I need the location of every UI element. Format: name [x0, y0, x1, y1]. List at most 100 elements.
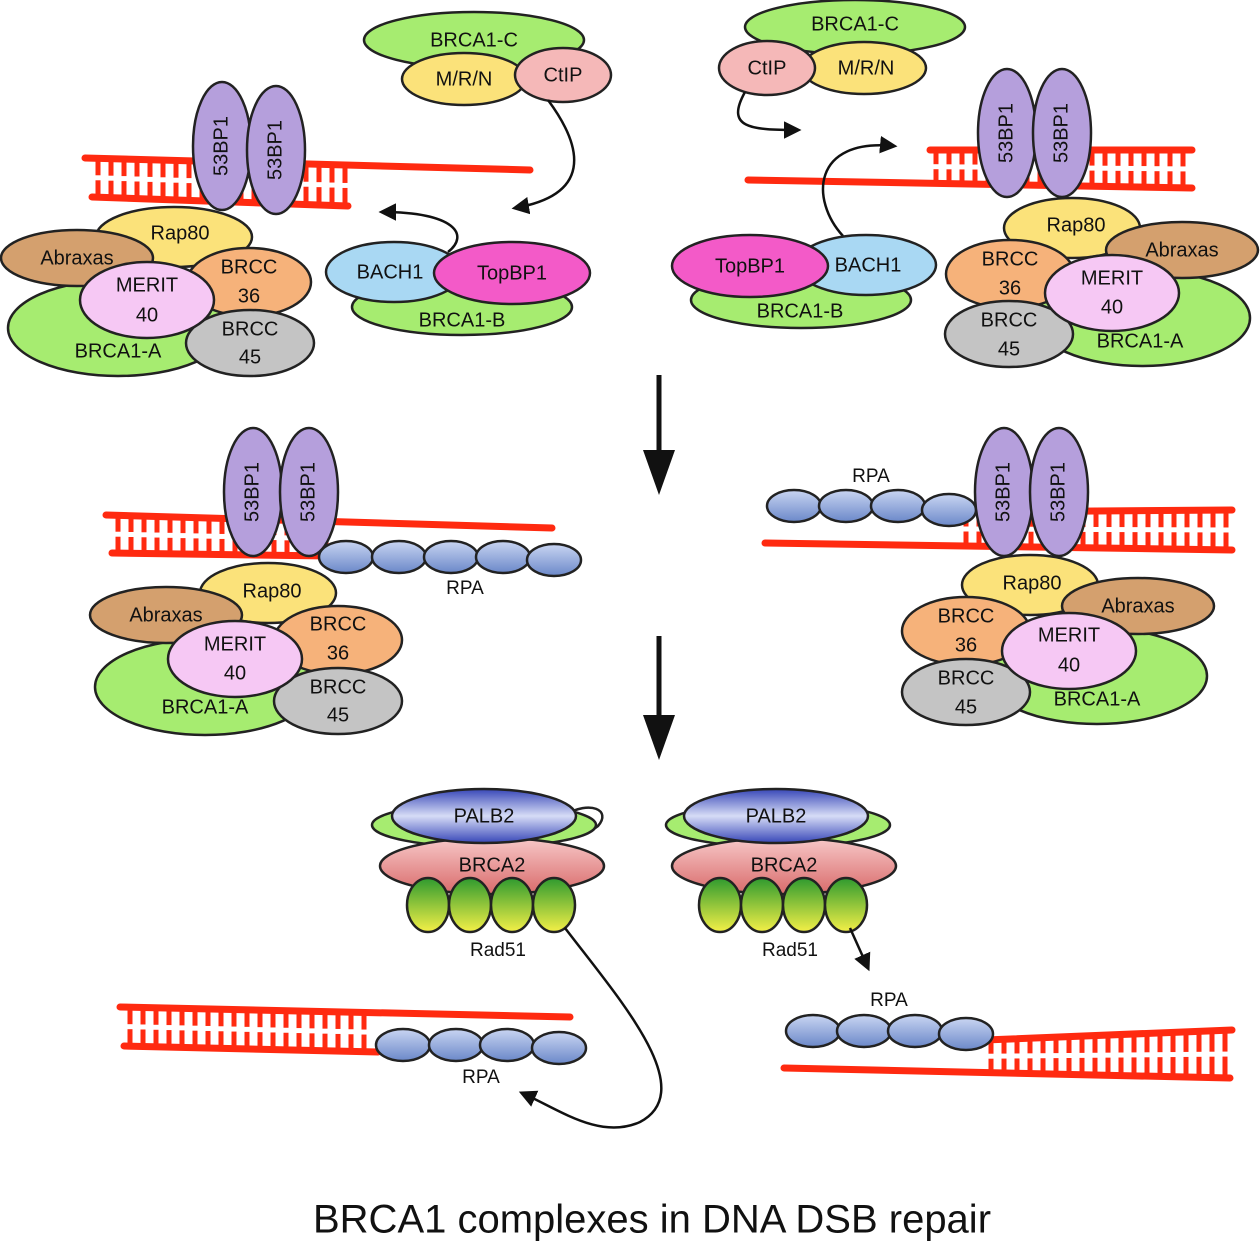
rpa-subunit: [920, 492, 978, 528]
merit40-protein: [166, 619, 304, 699]
rap80-label: Rap80: [151, 222, 210, 244]
53bp1-label: 53BP1: [1047, 462, 1069, 522]
rpa-subunit: [478, 1027, 536, 1063]
brcc36-number: 36: [327, 642, 349, 664]
rpa-subunit: [370, 539, 428, 575]
topbp1-protein: [670, 233, 830, 299]
dna-backbone: [780, 1064, 1234, 1082]
mrn-label: M/R/N: [436, 68, 493, 90]
brca1-a-complex: BRCA1-A Rap80 Abraxas BRCC 36 BRCC 45 ME…: [900, 553, 1216, 727]
brca1-a-label: BRCA1-A: [1054, 688, 1141, 710]
abraxas-label: Abraxas: [40, 247, 113, 269]
rap80-label: Rap80: [1003, 572, 1062, 594]
rad51-subunit: [447, 876, 493, 934]
brcc36-number: 36: [999, 277, 1021, 299]
rpa-filament: RPA: [784, 990, 995, 1052]
brcc45-label: BRCC: [981, 309, 1038, 331]
53bp1-label: 53BP1: [264, 120, 286, 180]
rad51-to-dna-arrow: [518, 927, 663, 1129]
rad51-subunit: [489, 876, 535, 934]
brca1-c-label: BRCA1-C: [811, 13, 899, 35]
53bp1-label: 53BP1: [1050, 103, 1072, 163]
brcc45-label: BRCC: [222, 318, 279, 340]
brcc45-protein: [272, 666, 404, 736]
53bp1-label: 53BP1: [995, 103, 1017, 163]
brca1-b-label: BRCA1-B: [757, 300, 844, 322]
brcc45-number: 45: [998, 338, 1020, 360]
palb2-protein: [390, 787, 578, 845]
abraxas-label: Abraxas: [1101, 595, 1174, 617]
53bp1-label: 53BP1: [241, 462, 263, 522]
brca1-a-complex: BRCA1-A Rap80 Abraxas BRCC 36 BRCC 45 ME…: [88, 561, 404, 737]
bach1-to-dna-arrow: [821, 135, 898, 237]
53bp1-protein: [278, 426, 340, 558]
merit40-protein: [78, 260, 216, 340]
53bp1-protein: [245, 84, 307, 216]
brcc45-number: 45: [239, 346, 261, 368]
panel-bottom-right: RPA BRCA2 PALB2 Rad51: [664, 787, 995, 1052]
bach1-label: BACH1: [835, 254, 902, 276]
53bp1-label: 53BP1: [992, 462, 1014, 522]
rad51-label: Rad51: [762, 940, 818, 961]
merit40-label: MERIT: [1038, 624, 1100, 646]
brca1-b-complex: BRCA1-B BACH1 TopBP1: [324, 240, 592, 337]
rpa-subunit: [317, 539, 375, 575]
rpa-subunit: [530, 1030, 588, 1066]
merit40-number: 40: [224, 662, 246, 684]
rpa-label: RPA: [462, 1067, 500, 1088]
rpa-subunit: [427, 1027, 485, 1063]
ctip-label: CtIP: [748, 57, 787, 79]
brca2-palb2-complex: BRCA2 PALB2 Rad51: [664, 787, 898, 961]
dna-backbone: [744, 176, 1196, 192]
abraxas-label: Abraxas: [1145, 239, 1218, 261]
rad51-to-rpa-arrow: [848, 927, 871, 972]
brca1-c-label: BRCA1-C: [430, 29, 518, 51]
rap80-label: Rap80: [243, 580, 302, 602]
53bp1-label: 53BP1: [210, 116, 232, 176]
brca1-b-complex: BRCA1-B BACH1 TopBP1: [670, 233, 938, 330]
dna-backbone: [981, 1026, 1236, 1044]
dna-backbone: [116, 1003, 574, 1021]
brcc45-protein: [943, 299, 1075, 369]
rap80-label: Rap80: [1047, 214, 1106, 236]
rpa-subunit: [886, 1013, 944, 1049]
palb2-label: PALB2: [746, 805, 807, 827]
palb2-label: PALB2: [454, 805, 515, 827]
topbp1-label: TopBP1: [477, 262, 547, 284]
rpa-subunit: [374, 1027, 432, 1063]
merit40-label: MERIT: [116, 274, 178, 296]
rad51-subunit: [739, 876, 785, 934]
ctip-to-dna-arrow: [736, 91, 802, 139]
ctip-to-dna-arrow: [511, 99, 576, 215]
brcc36-label: BRCC: [982, 248, 1039, 270]
panel-middle-right: RPA 53BP1 53BP1 BRCA1-A Rap80 Abraxas BR…: [765, 426, 1216, 727]
brcc45-number: 45: [327, 704, 349, 726]
merit40-protein: [1043, 253, 1181, 333]
rpa-subunit: [784, 1013, 842, 1049]
brca1-a-complex: BRCA1-A Rap80 Abraxas BRCC 36 BRCC 45 ME…: [0, 205, 316, 378]
brcc45-label: BRCC: [310, 676, 367, 698]
bach1-to-dna-arrow: [378, 203, 459, 253]
palb2-protein: [682, 787, 870, 845]
53bp1-protein: [1028, 426, 1090, 558]
brca1-a-label: BRCA1-A: [75, 340, 162, 362]
brca2-label: BRCA2: [459, 854, 526, 876]
merit40-label: MERIT: [1081, 267, 1143, 289]
rpa-subunit: [869, 488, 927, 524]
brca2-label: BRCA2: [751, 854, 818, 876]
brcc36-label: BRCC: [938, 605, 995, 627]
rpa-label: RPA: [446, 578, 484, 599]
rad51-label: Rad51: [470, 940, 526, 961]
brcc45-protein: [900, 657, 1032, 727]
53bp1-protein: [1031, 67, 1093, 199]
rpa-subunit: [835, 1013, 893, 1049]
merit40-number: 40: [1058, 654, 1080, 676]
rpa-filament: RPA: [765, 466, 978, 528]
rpa-subunit: [765, 488, 823, 524]
ctip-protein: [717, 39, 817, 97]
brcc45-number: 45: [955, 696, 977, 718]
merit40-number: 40: [1101, 296, 1123, 318]
topbp1-protein: [432, 240, 592, 306]
panel-top-left: BRCA1-C M/R/N CtIP 53BP1 53BP1 BRCA1-A R…: [0, 10, 613, 378]
